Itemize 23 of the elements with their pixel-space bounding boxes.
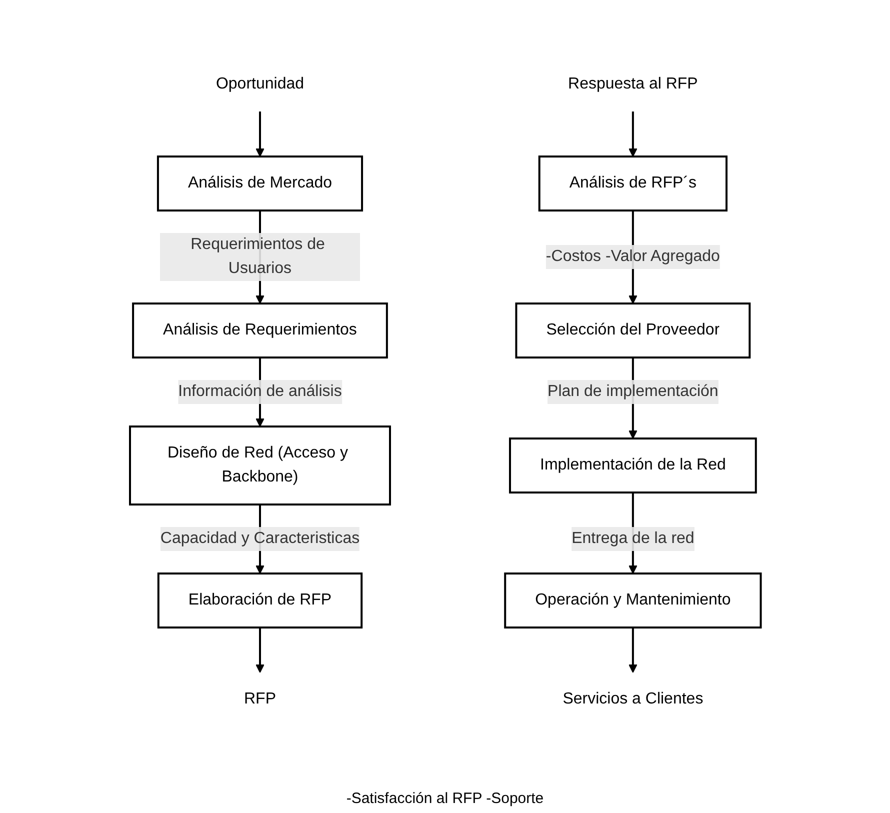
note-text: -Satisfacción al RFP -Soporte xyxy=(346,790,544,807)
edge-label: Información de análisis xyxy=(178,383,342,400)
node-box: Análisis de Mercado xyxy=(156,156,363,212)
edge-label: Entrega de la red xyxy=(571,530,694,547)
arrow xyxy=(255,112,264,157)
node-box: Operación y Mantenimiento xyxy=(504,572,762,628)
node-box: Selección del Proveedor xyxy=(514,302,750,358)
node-box: Elaboración de RFP xyxy=(157,572,362,628)
edge-label: -Costos -Valor Agregado xyxy=(546,248,720,265)
edge-label: Capacidad y Caracteristicas xyxy=(160,530,360,547)
arrow xyxy=(628,628,637,673)
node-box: Análisis de RFP´s xyxy=(538,156,728,212)
node-text: Oportunidad xyxy=(216,76,304,93)
node-text: RFP xyxy=(244,690,276,708)
node-box: Análisis de Requerimientos xyxy=(132,302,388,358)
node-text: Respuesta al RFP xyxy=(568,76,698,93)
edge-label: Requerimientos de Usuarios xyxy=(190,236,325,277)
node-box: Diseño de Red (Acceso y Backbone) xyxy=(128,426,391,506)
arrow xyxy=(628,112,637,157)
edge-label: Plan de implementación xyxy=(547,383,718,400)
node-box: Implementación de la Red xyxy=(508,438,756,494)
arrow xyxy=(255,628,264,673)
node-text: Servicios a Clientes xyxy=(562,690,703,708)
